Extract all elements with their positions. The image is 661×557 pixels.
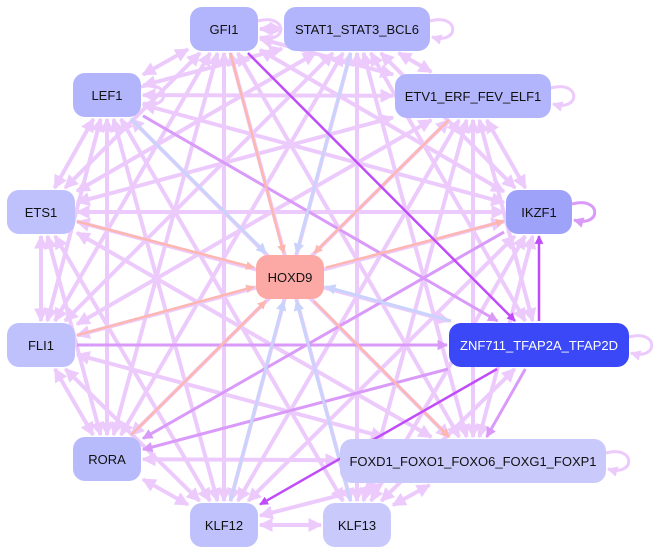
node-klf12[interactable]: KLF12 [190,503,258,547]
node-ikzf1[interactable]: IKZF1 [506,190,572,234]
node-label: FOXD1_FOXO1_FOXO6_FOXG1_FOXP1 [349,453,597,469]
edge-LEF1-ZNF711 [142,114,499,323]
edge-HOXD9-IKZF1 [325,218,505,269]
node-klf13[interactable]: KLF13 [323,503,391,547]
node-label: KLF12 [204,517,244,533]
edge-IKZF1-RORA [142,230,505,440]
node-foxd1[interactable]: FOXD1_FOXO1_FOXO6_FOXG1_FOXP1 [340,439,606,483]
edge-ZNF711-HOXD9 [324,284,452,323]
node-stat[interactable]: STAT1_STAT3_BCL6 [284,7,430,51]
edge-ZNF711-KLF12 [259,367,498,506]
edge-FLI1-HOXD9 [76,284,255,337]
node-label: FLI1 [27,337,54,353]
node-label: ZNF711_TFAP2A_TFAP2D [460,337,618,353]
node-ets1[interactable]: ETS1 [7,190,75,234]
self-loop-STAT [429,18,455,45]
edge-FOXD1-KLF13 [391,483,431,507]
self-loop-IKZF1 [571,201,597,228]
edge-RORA-HOXD9 [130,300,267,436]
node-znf711[interactable]: ZNF711_TFAP2A_TFAP2D [449,323,629,367]
self-loop-LEF1 [140,84,166,111]
node-etv1[interactable]: ETV1_ERF_FEV_ELF1 [395,74,551,118]
node-fli1[interactable]: FLI1 [7,323,75,367]
edge-FOXD1-KLF12 [258,481,381,520]
node-label: ETS1 [24,204,58,220]
self-loop-GFI1 [257,18,283,45]
node-label: GFI1 [209,21,239,37]
node-label: IKZF1 [521,204,557,220]
node-label: STAT1_STAT3_BCL6 [294,21,420,37]
self-loop-ETV1 [550,85,576,112]
node-lef1[interactable]: LEF1 [73,73,141,117]
node-hoxd9[interactable]: HOXD9 [256,255,324,299]
edge-LEF1-HOXD9 [130,117,267,255]
self-loop-ZNF711 [628,334,654,361]
edge-KLF12-HOXD9 [228,299,287,502]
edge-ETV1-LEF1 [141,88,395,103]
node-label: LEF1 [91,87,123,103]
edge-RORA-KLF12 [141,477,190,507]
edge-ZNF711-FOXD1 [485,368,527,438]
edge-STAT-HOXD9 [293,52,352,255]
node-rora[interactable]: RORA [73,437,141,481]
self-loop-FOXD1 [605,450,631,477]
node-gfi1[interactable]: GFI1 [190,7,258,51]
node-label: KLF13 [337,517,377,533]
edge-STAT-ETV1 [397,51,433,74]
edge-HOXD9-FOXD1 [312,300,451,438]
node-label: RORA [88,451,126,467]
edge-GFI1-HOXD9 [229,52,286,254]
node-label: HOXD9 [267,269,313,285]
node-label: ETV1_ERF_FEV_ELF1 [404,88,542,104]
edge-ETS1-HOXD9 [76,220,255,270]
edge-GFI1-ZNF711 [247,52,516,322]
edge-ZNF711-RORA [141,367,449,453]
